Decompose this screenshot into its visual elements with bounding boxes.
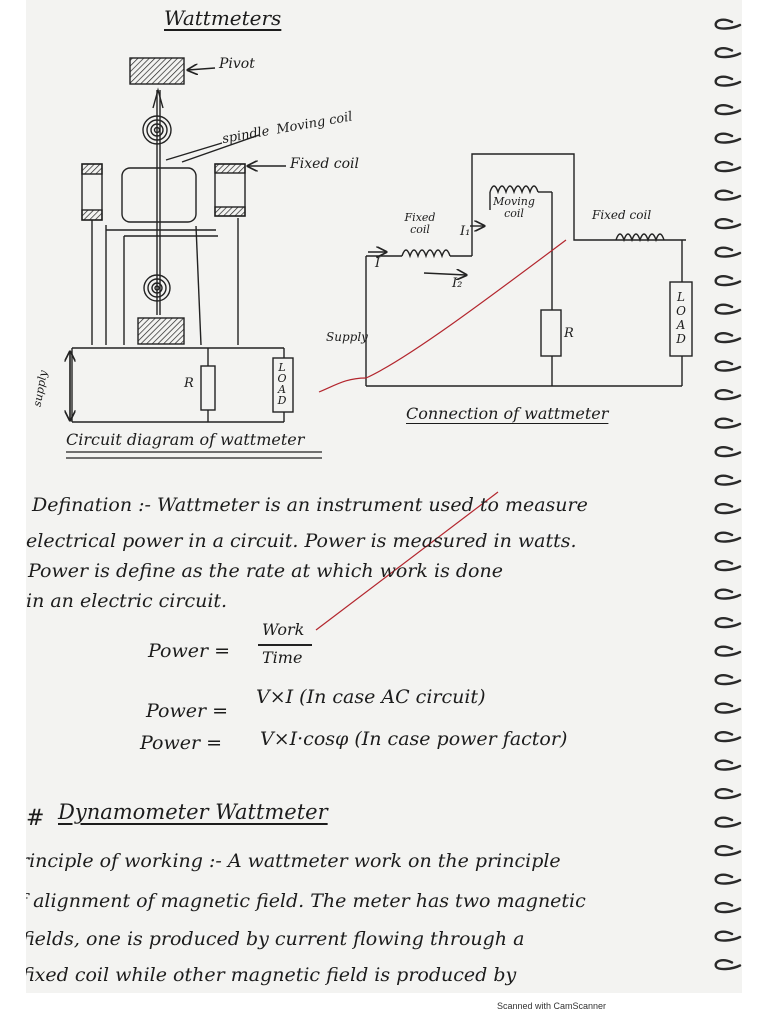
binding-ring	[714, 132, 742, 144]
formula-3-lhs: Power =	[140, 732, 223, 754]
fixed-coil-left-winding	[401, 249, 451, 259]
binding-ring	[714, 617, 742, 629]
binding-ring	[714, 275, 742, 287]
label-fixed-coil: Fixed coil	[290, 156, 360, 172]
resistor-right	[540, 309, 562, 357]
scanner-watermark: Scanned with CamScanner	[497, 1001, 607, 1011]
red-pen-marks	[315, 239, 567, 631]
binding-ring	[714, 104, 742, 116]
definition-line-2: electrical power in a circuit. Power is …	[26, 530, 577, 552]
definition-line-3: Power is define as the rate at which wor…	[28, 560, 503, 582]
binding-ring	[714, 674, 742, 686]
binding-ring	[714, 389, 742, 401]
principle-line-4: fixed coil while other magnetic field is…	[26, 964, 517, 986]
circuit-diagrams	[26, 57, 693, 631]
binding-ring	[714, 902, 742, 914]
binding-ring	[714, 845, 742, 857]
definition-line-4: in an electric circuit.	[26, 590, 228, 612]
bottom-spring	[143, 274, 171, 302]
binding-ring	[714, 503, 742, 515]
page-title: Wattmeters	[164, 6, 282, 30]
moving-coil-winding	[489, 185, 539, 195]
binding-ring	[714, 560, 742, 572]
section-heading: Dynamometer Wattmeter	[58, 800, 328, 824]
definition-line-1: Defination :- Wattmeter is an instrument…	[32, 494, 588, 516]
binding-ring	[714, 161, 742, 173]
binding-ring	[714, 702, 742, 714]
caption-connection: Connection of wattmeter	[406, 404, 609, 423]
binding-ring	[714, 417, 742, 429]
binding-ring	[714, 18, 742, 30]
label-current-i1: I₁	[460, 224, 471, 239]
binding-ring	[714, 474, 742, 486]
caption-circuit-diagram: Circuit diagram of wattmeter	[66, 430, 305, 449]
formula-2-lhs: Power =	[146, 700, 229, 722]
binding-ring	[714, 873, 742, 885]
binding-ring	[714, 930, 742, 942]
label-load: LOAD	[277, 361, 287, 407]
load-box-left	[272, 357, 294, 413]
fraction-bar	[258, 644, 312, 646]
principle-line-1: rinciple of working :- A wattmeter work …	[26, 850, 561, 872]
formula-3-rhs: V×I·cosφ (In case power factor)	[260, 728, 568, 750]
wattmeter-construction-diagram	[70, 57, 294, 423]
label-pivot: Pivot	[219, 56, 255, 72]
binding-ring	[714, 360, 742, 372]
scanner-footer: Scanned with CamScanner	[0, 993, 768, 1024]
principle-line-3: fields, one is produced by current flowi…	[26, 928, 525, 950]
label-load-2: LOAD	[676, 290, 686, 346]
label-resistor: R	[184, 376, 194, 391]
binding-ring	[714, 75, 742, 87]
binding-ring	[714, 531, 742, 543]
formula-1-numerator: Work	[262, 620, 305, 639]
notebook-page: Wattmeters	[26, 0, 742, 993]
binding-ring	[714, 788, 742, 800]
resistor-left	[200, 365, 216, 411]
binding-ring	[714, 731, 742, 743]
pivot-block	[129, 57, 185, 85]
formula-1-denominator: Time	[262, 648, 303, 667]
binding-ring	[714, 47, 742, 59]
label-current-i2: I₂	[452, 276, 463, 291]
wattmeter-connection-diagram	[365, 153, 693, 387]
binding-ring	[714, 446, 742, 458]
binding-ring	[714, 189, 742, 201]
principle-line-2: f alignment of magnetic field. The meter…	[26, 890, 586, 912]
binding-ring	[714, 303, 742, 315]
label-current-i: I	[375, 256, 381, 271]
damper-block	[137, 317, 185, 345]
label-supply-2: Supply	[326, 330, 368, 344]
label-fixed-coil-left: Fixed coil	[404, 211, 436, 236]
binding-ring	[714, 759, 742, 771]
top-spring	[142, 115, 172, 145]
binding-ring	[714, 959, 742, 971]
moving-coil	[121, 167, 197, 223]
spiral-binding	[714, 18, 742, 971]
formula-1-lhs: Power =	[148, 640, 231, 662]
binding-ring	[714, 588, 742, 600]
fixed-coil-right-winding	[615, 233, 665, 243]
label-moving-coil-2: Moving coil	[493, 195, 535, 220]
load-box-right	[669, 281, 693, 357]
binding-ring	[714, 332, 742, 344]
binding-ring	[714, 218, 742, 230]
section-hash: #	[26, 806, 45, 831]
binding-ring	[714, 645, 742, 657]
binding-ring	[714, 816, 742, 828]
label-resistor-2: R	[564, 326, 574, 341]
label-fixed-coil-right: Fixed coil	[592, 208, 652, 222]
formula-2-rhs: V×I (In case AC circuit)	[256, 686, 486, 708]
binding-ring	[714, 246, 742, 258]
